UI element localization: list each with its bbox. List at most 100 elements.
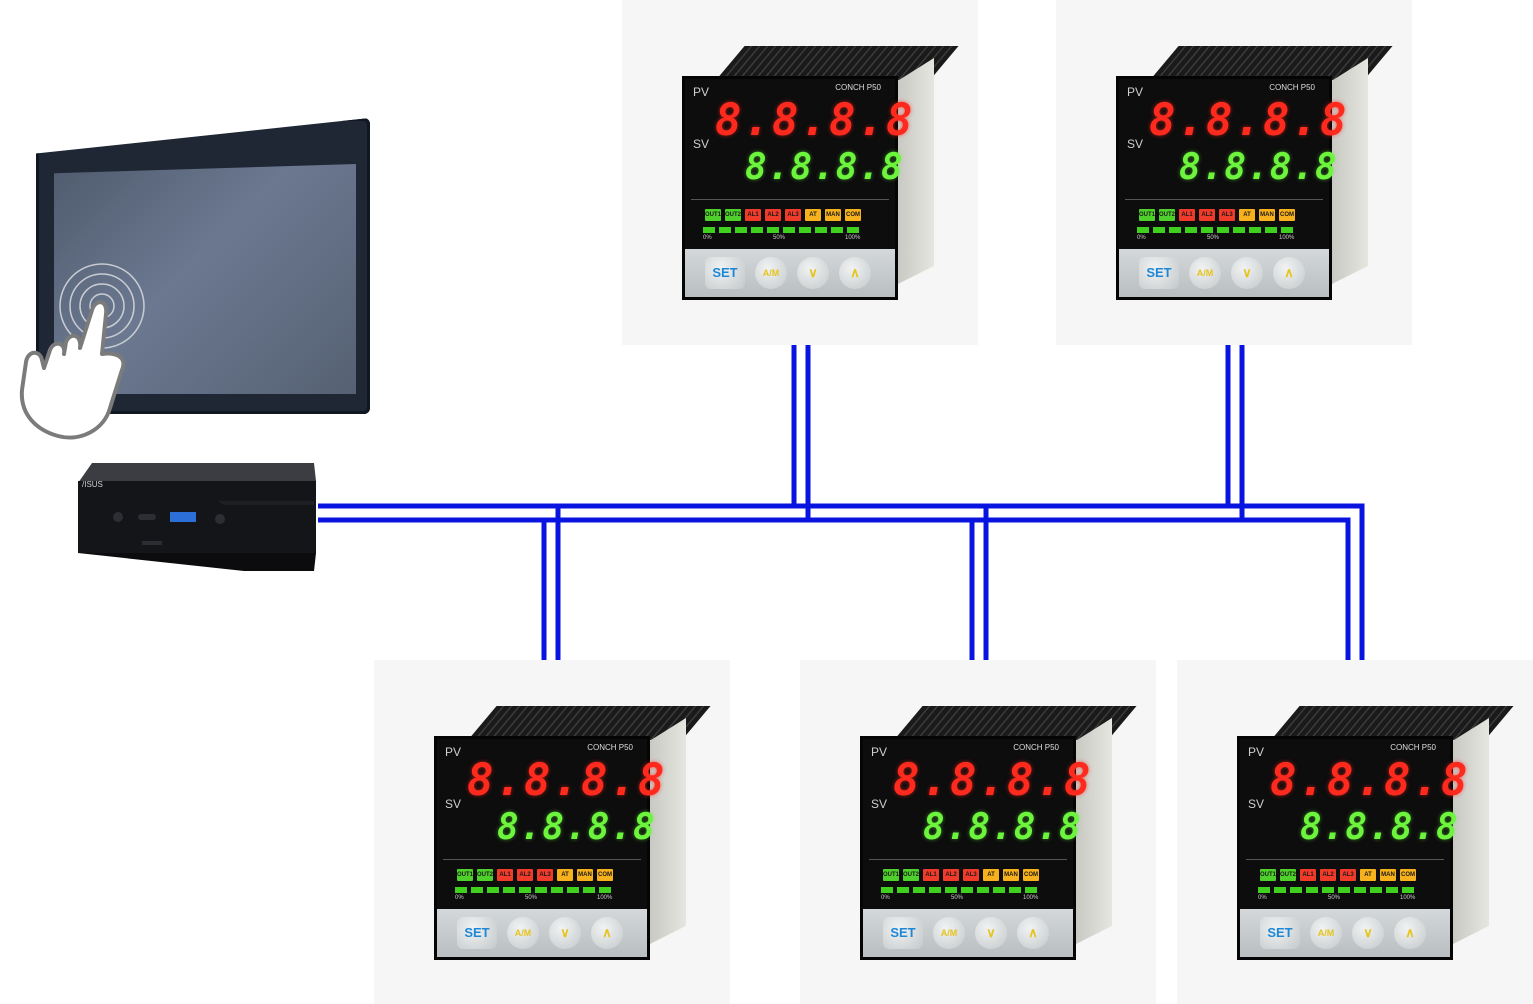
indicator-al1: AL1 [745, 209, 761, 221]
sv-display: 8.8.8.8 [1179, 147, 1338, 188]
sv-display: 8.8.8.8 [923, 807, 1082, 848]
indicator-out1: OUT1 [883, 869, 899, 881]
controller-front-panel: PV CONCH P50 8.8.8.8 SV 8.8.8.8 OUT1 OUT… [682, 76, 915, 300]
controller-top-1: PV CONCH P50 8.8.8.8 SV 8.8.8.8 OUT1 OUT… [682, 46, 959, 302]
scale-min: 0% [1137, 235, 1146, 241]
indicator-row: OUT1 OUT2 AL1 AL2 AL3 AT MAN COM [457, 869, 617, 883]
up-arrow-key[interactable]: ∧ [591, 917, 623, 949]
indicator-out1: OUT1 [705, 209, 721, 221]
bus-line-upper [318, 503, 1365, 660]
scale-min: 0% [703, 235, 712, 241]
mini-pc-brand: /ISUS [82, 480, 103, 489]
indicator-at: AT [1360, 869, 1376, 881]
controller-side-panel [1076, 718, 1112, 944]
up-arrow-key[interactable]: ∧ [839, 257, 871, 289]
am-key[interactable]: A/M [1189, 257, 1221, 289]
up-arrow-key[interactable]: ∧ [1394, 917, 1426, 949]
down-arrow-key[interactable]: ∨ [549, 917, 581, 949]
indicator-al3: AL3 [785, 209, 801, 221]
scale-max: 100% [845, 235, 861, 241]
controller-bottom-1: PV CONCH P50 8.8.8.8 SV 8.8.8.8 OUT1 OUT… [434, 706, 711, 962]
down-arrow-key[interactable]: ∨ [975, 917, 1007, 949]
indicator-out2: OUT2 [903, 869, 919, 881]
display-separator [1125, 199, 1323, 200]
controller-top-2: PV CONCH P50 8.8.8.8 SV 8.8.8.8 OUT1 OUT… [1116, 46, 1393, 302]
am-key[interactable]: A/M [933, 917, 965, 949]
am-key[interactable]: A/M [507, 917, 539, 949]
indicator-al2: AL2 [517, 869, 533, 881]
pointing-hand-icon [19, 263, 145, 440]
controller-bottom-3: PV CONCH P50 8.8.8.8 SV 8.8.8.8 OUT1 OUT… [1237, 706, 1514, 962]
bargraph-scale: 0% 50% 100% [881, 895, 1045, 903]
down-arrow-key[interactable]: ∨ [1231, 257, 1263, 289]
indicator-at: AT [983, 869, 999, 881]
indicator-row: OUT1 OUT2 AL1 AL2 AL3 AT MAN COM [1260, 869, 1420, 883]
controller-front-panel: PV CONCH P50 8.8.8.8 SV 8.8.8.8 OUT1 OUT… [1116, 76, 1349, 300]
indicator-al1: AL1 [1179, 209, 1195, 221]
controller-brand: CONCH P50 [1269, 83, 1315, 92]
set-key[interactable]: SET [457, 917, 497, 949]
indicator-out1: OUT1 [457, 869, 473, 881]
pv-display: 8.8.8.8 [1149, 95, 1349, 146]
bargraph-scale: 0% 50% 100% [703, 235, 867, 243]
indicator-al3: AL3 [963, 869, 979, 881]
up-arrow-key[interactable]: ∧ [1017, 917, 1049, 949]
indicator-com: COM [1279, 209, 1295, 221]
controller-keypad: SET A/M ∨ ∧ [1240, 909, 1450, 957]
bargraph-scale: 0% 50% 100% [1137, 235, 1301, 243]
pv-label: PV [693, 85, 710, 99]
controller-brand: CONCH P50 [587, 743, 633, 752]
scale-min: 0% [455, 895, 464, 901]
down-arrow-key[interactable]: ∨ [1352, 917, 1384, 949]
display-separator [869, 859, 1067, 860]
set-key[interactable]: SET [883, 917, 923, 949]
set-key[interactable]: SET [1139, 257, 1179, 289]
indicator-out2: OUT2 [477, 869, 493, 881]
bargraph-scale: 0% 50% 100% [455, 895, 619, 903]
sv-display: 8.8.8.8 [497, 807, 656, 848]
indicator-com: COM [1400, 869, 1416, 881]
set-key[interactable]: SET [1260, 917, 1300, 949]
output-bargraph [1258, 887, 1418, 895]
indicator-com: COM [1023, 869, 1039, 881]
indicator-al2: AL2 [765, 209, 781, 221]
sv-label: SV [693, 137, 710, 151]
scale-max: 100% [1279, 235, 1295, 241]
output-bargraph [1137, 227, 1297, 235]
sv-label: SV [1248, 797, 1265, 811]
indicator-man: MAN [1003, 869, 1019, 881]
indicator-man: MAN [1259, 209, 1275, 221]
am-key[interactable]: A/M [1310, 917, 1342, 949]
indicator-al1: AL1 [1300, 869, 1316, 881]
display-separator [1246, 859, 1444, 860]
controller-keypad: SET A/M ∨ ∧ [437, 909, 647, 957]
output-bargraph [881, 887, 1041, 895]
indicator-al2: AL2 [1320, 869, 1336, 881]
controller-side-panel [650, 718, 686, 944]
am-key[interactable]: A/M [755, 257, 787, 289]
down-arrow-key[interactable]: ∨ [797, 257, 829, 289]
controller-front-panel: PV CONCH P50 8.8.8.8 SV 8.8.8.8 OUT1 OUT… [860, 736, 1090, 960]
indicator-man: MAN [825, 209, 841, 221]
controller-brand: CONCH P50 [835, 83, 881, 92]
controller-keypad: SET A/M ∨ ∧ [863, 909, 1073, 957]
sv-label: SV [1127, 137, 1144, 151]
pv-label: PV [445, 745, 462, 759]
controller-keypad: SET A/M ∨ ∧ [685, 249, 895, 297]
scale-mid: 50% [525, 895, 538, 901]
pv-display: 8.8.8.8 [467, 755, 667, 806]
pv-display: 8.8.8.8 [715, 95, 915, 146]
pv-display: 8.8.8.8 [1270, 755, 1470, 806]
indicator-at: AT [557, 869, 573, 881]
indicator-al3: AL3 [1340, 869, 1356, 881]
indicator-out2: OUT2 [1159, 209, 1175, 221]
indicator-al2: AL2 [1199, 209, 1215, 221]
up-arrow-key[interactable]: ∧ [1273, 257, 1305, 289]
set-key[interactable]: SET [705, 257, 745, 289]
pv-label: PV [1248, 745, 1265, 759]
indicator-al1: AL1 [497, 869, 513, 881]
indicator-com: COM [597, 869, 613, 881]
controller-side-panel [1453, 718, 1489, 944]
sv-display: 8.8.8.8 [1300, 807, 1459, 848]
